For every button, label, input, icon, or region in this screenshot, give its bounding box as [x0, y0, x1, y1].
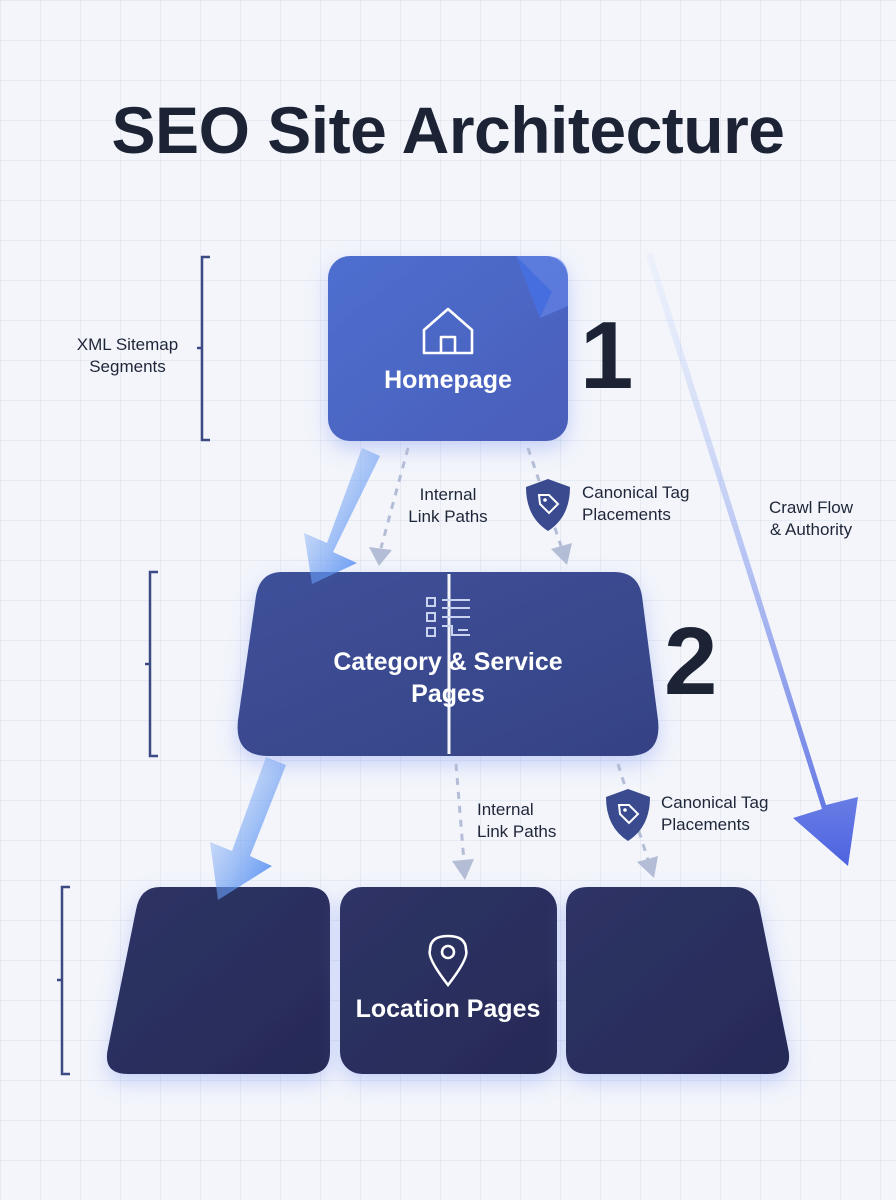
location-node-right[interactable]: [566, 887, 790, 1074]
home-icon: [422, 307, 474, 355]
sitemap-bracket-tier-2: [145, 570, 158, 758]
internal-link-arrow-bottom: [452, 763, 474, 880]
canonical-link-arrow-top: [526, 447, 572, 565]
page-fold-flap: [516, 256, 552, 318]
sitemap-bracket-tier-1: [197, 255, 210, 442]
internal-link-arrow-top: [369, 447, 410, 566]
page-title: SEO Site Architecture: [111, 93, 785, 167]
canonical-link-arrow-bottom: [616, 763, 658, 878]
crawl-flow-label: Crawl Flow& Authority: [768, 498, 854, 539]
sitemap-bracket-tier-3: [57, 885, 70, 1076]
canonical-tag-icon-bottom: [606, 789, 650, 841]
list-icon: [426, 597, 470, 637]
tier-number-1: 1: [580, 302, 634, 409]
location-node-center[interactable]: [340, 887, 557, 1074]
homepage-label: Homepage: [384, 366, 512, 394]
location-pages-label: Location Pages: [355, 995, 541, 1023]
authority-arrow-top: [304, 448, 380, 584]
authority-arrow-bottom: [210, 757, 286, 900]
canonical-tag-icon-top: [526, 479, 570, 531]
homepage-node[interactable]: [328, 256, 568, 441]
crawl-flow-arrow: [646, 252, 858, 866]
tier-number-2: 2: [664, 608, 718, 715]
location-node-left[interactable]: [106, 887, 330, 1074]
location-pin-icon: [428, 934, 468, 988]
